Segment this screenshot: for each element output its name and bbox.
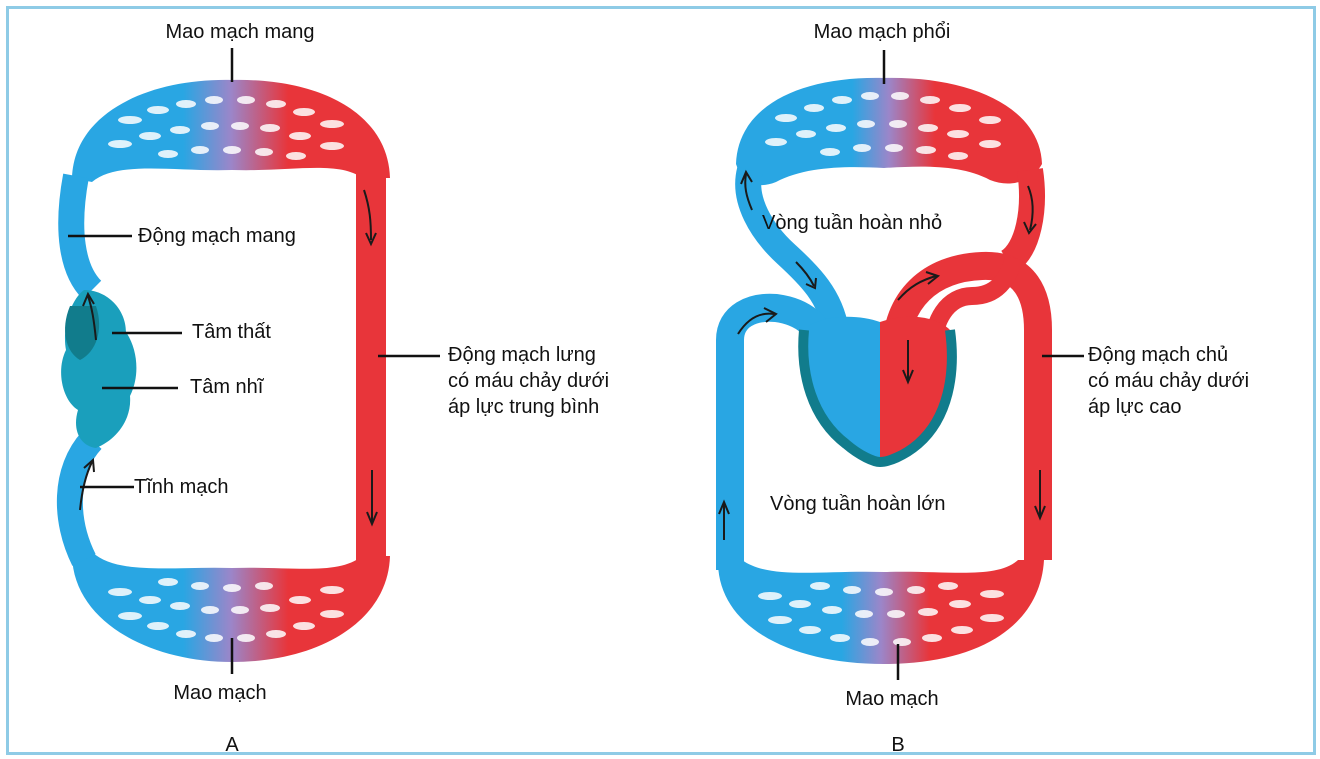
panel-label-b: B (891, 732, 904, 758)
label-ventricle: Tâm thất (192, 319, 271, 345)
label-body-capillaries-a: Mao mạch (173, 680, 266, 706)
label-gill-artery: Động mạch mang (138, 223, 296, 249)
label-atrium: Tâm nhĩ (190, 374, 263, 400)
gill-capillary-bed (72, 80, 390, 182)
gill-artery-vessel (71, 176, 92, 290)
body-capillary-bed-b (718, 560, 1044, 664)
label-systemic-circuit: Vòng tuần hoàn lớn (770, 491, 945, 517)
label-pulmonary-circuit: Vòng tuần hoàn nhỏ (762, 210, 942, 236)
diagram-a (61, 48, 440, 674)
label-body-capillaries-b: Mao mạch (845, 686, 938, 712)
diagram-b (718, 50, 1084, 680)
label-gill-capillaries: Mao mạch mang (166, 19, 315, 45)
label-vein: Tĩnh mạch (134, 474, 228, 500)
label-lung-capillaries: Mao mạch phổi (814, 19, 951, 45)
panel-label-a: A (225, 732, 238, 758)
label-aorta: Động mạch chủ có máu chảy dưới áp lực ca… (1088, 342, 1249, 420)
label-dorsal-aorta: Động mạch lưng có máu chảy dưới áp lực t… (448, 342, 609, 420)
pulmonary-vessel-red (1008, 170, 1032, 262)
lung-capillary-bed (736, 78, 1042, 185)
